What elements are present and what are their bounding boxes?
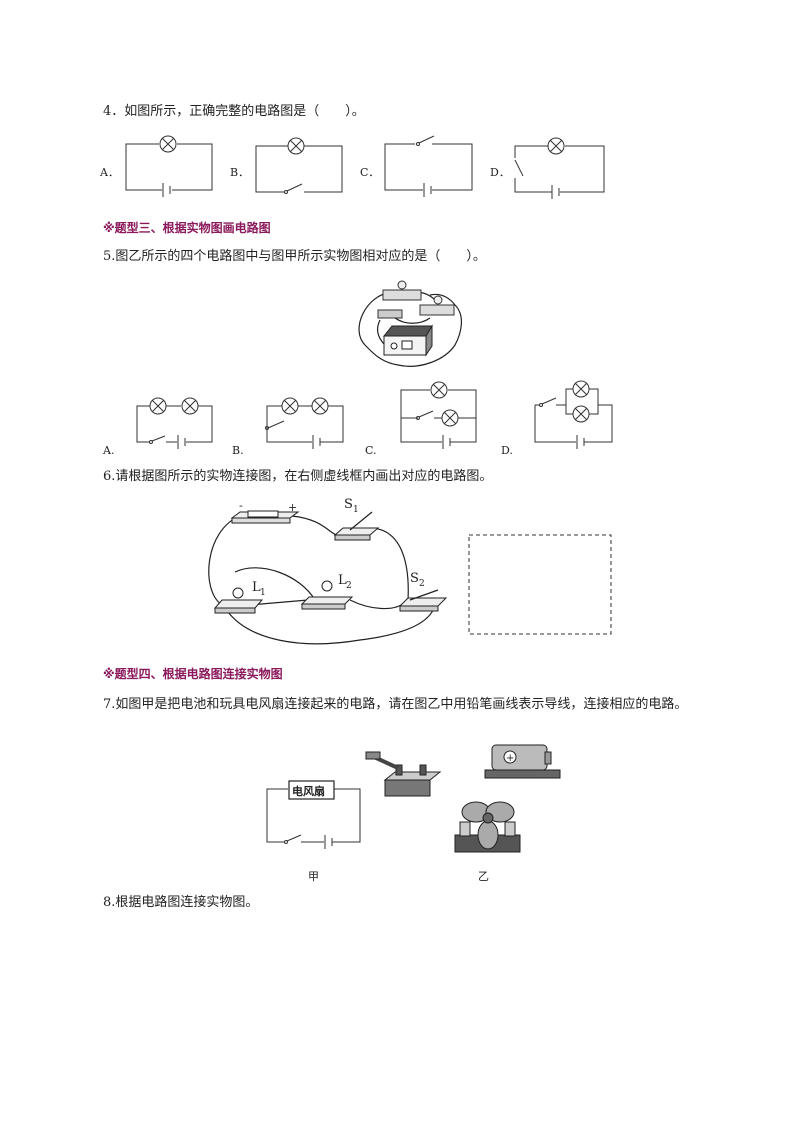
q6-physical-setup: - + S 1 L 1 L 2 S 2: [208, 497, 448, 645]
q7-circuit-diagram: [266, 780, 361, 849]
option-c-label: C．: [360, 166, 380, 179]
q5-circuit-b: [265, 397, 344, 449]
q5-physical-setup: [358, 280, 462, 367]
switch-s1-subscript: 1: [353, 505, 359, 515]
question-6: 6.请根据图所示的实物连接图，在右侧虚线框内画出对应的电路图。: [103, 469, 493, 484]
caption-yi: 乙: [478, 870, 489, 883]
option-d-label: D．: [490, 166, 510, 179]
question-8: 8.根据电路图连接实物图。: [103, 895, 259, 910]
q4-circuit-d: [514, 137, 605, 199]
answer-dashed-box[interactable]: [468, 534, 612, 635]
q5-circuit-a: [136, 397, 213, 449]
question-7: 7.如图甲是把电池和玩具电风扇连接起来的电路，请在图乙中用铅笔画线表示导线，连接…: [103, 697, 688, 712]
switch-s2-subscript: 2: [419, 579, 425, 589]
lamp-l2-label: L: [338, 573, 347, 588]
option-a-label: A．: [100, 166, 119, 179]
battery-minus-label: -: [239, 499, 243, 512]
option-b-label: B．: [230, 166, 250, 179]
q5-circuit-c: [400, 381, 477, 449]
q5-option-a-label: A.: [103, 444, 115, 457]
q7-physical-parts: +: [365, 744, 561, 853]
q4-circuit-b: [255, 137, 343, 194]
lamp-l1-label: L: [252, 580, 261, 595]
switch-s2-label: S: [410, 571, 419, 586]
battery-plus-label: +: [288, 501, 297, 514]
lamp-l2-subscript: 2: [346, 581, 352, 591]
q5-option-c-label: C.: [365, 444, 377, 457]
q5-circuit-d: [534, 380, 613, 449]
q4-circuit-c: [384, 135, 473, 197]
q4-circuit-a: [125, 135, 213, 197]
q5-option-b-label: B.: [232, 444, 244, 457]
fan-label: 电风扇: [292, 785, 325, 798]
svg-text:+: +: [506, 753, 514, 764]
q5-option-d-label: D.: [501, 444, 513, 457]
lamp-l1-subscript: 1: [260, 588, 266, 598]
question-5: 5.图乙所示的四个电路图中与图甲所示实物图相对应的是（ ）。: [103, 249, 486, 264]
switch-s1-label: S: [344, 497, 353, 512]
section-title-3: ※题型三、根据实物图画电路图: [103, 221, 271, 235]
caption-jia: 甲: [308, 870, 319, 883]
section-title-4: ※题型四、根据电路图连接实物图: [103, 667, 283, 681]
question-4: 4．如图所示，正确完整的电路图是（ ）。: [103, 104, 365, 119]
